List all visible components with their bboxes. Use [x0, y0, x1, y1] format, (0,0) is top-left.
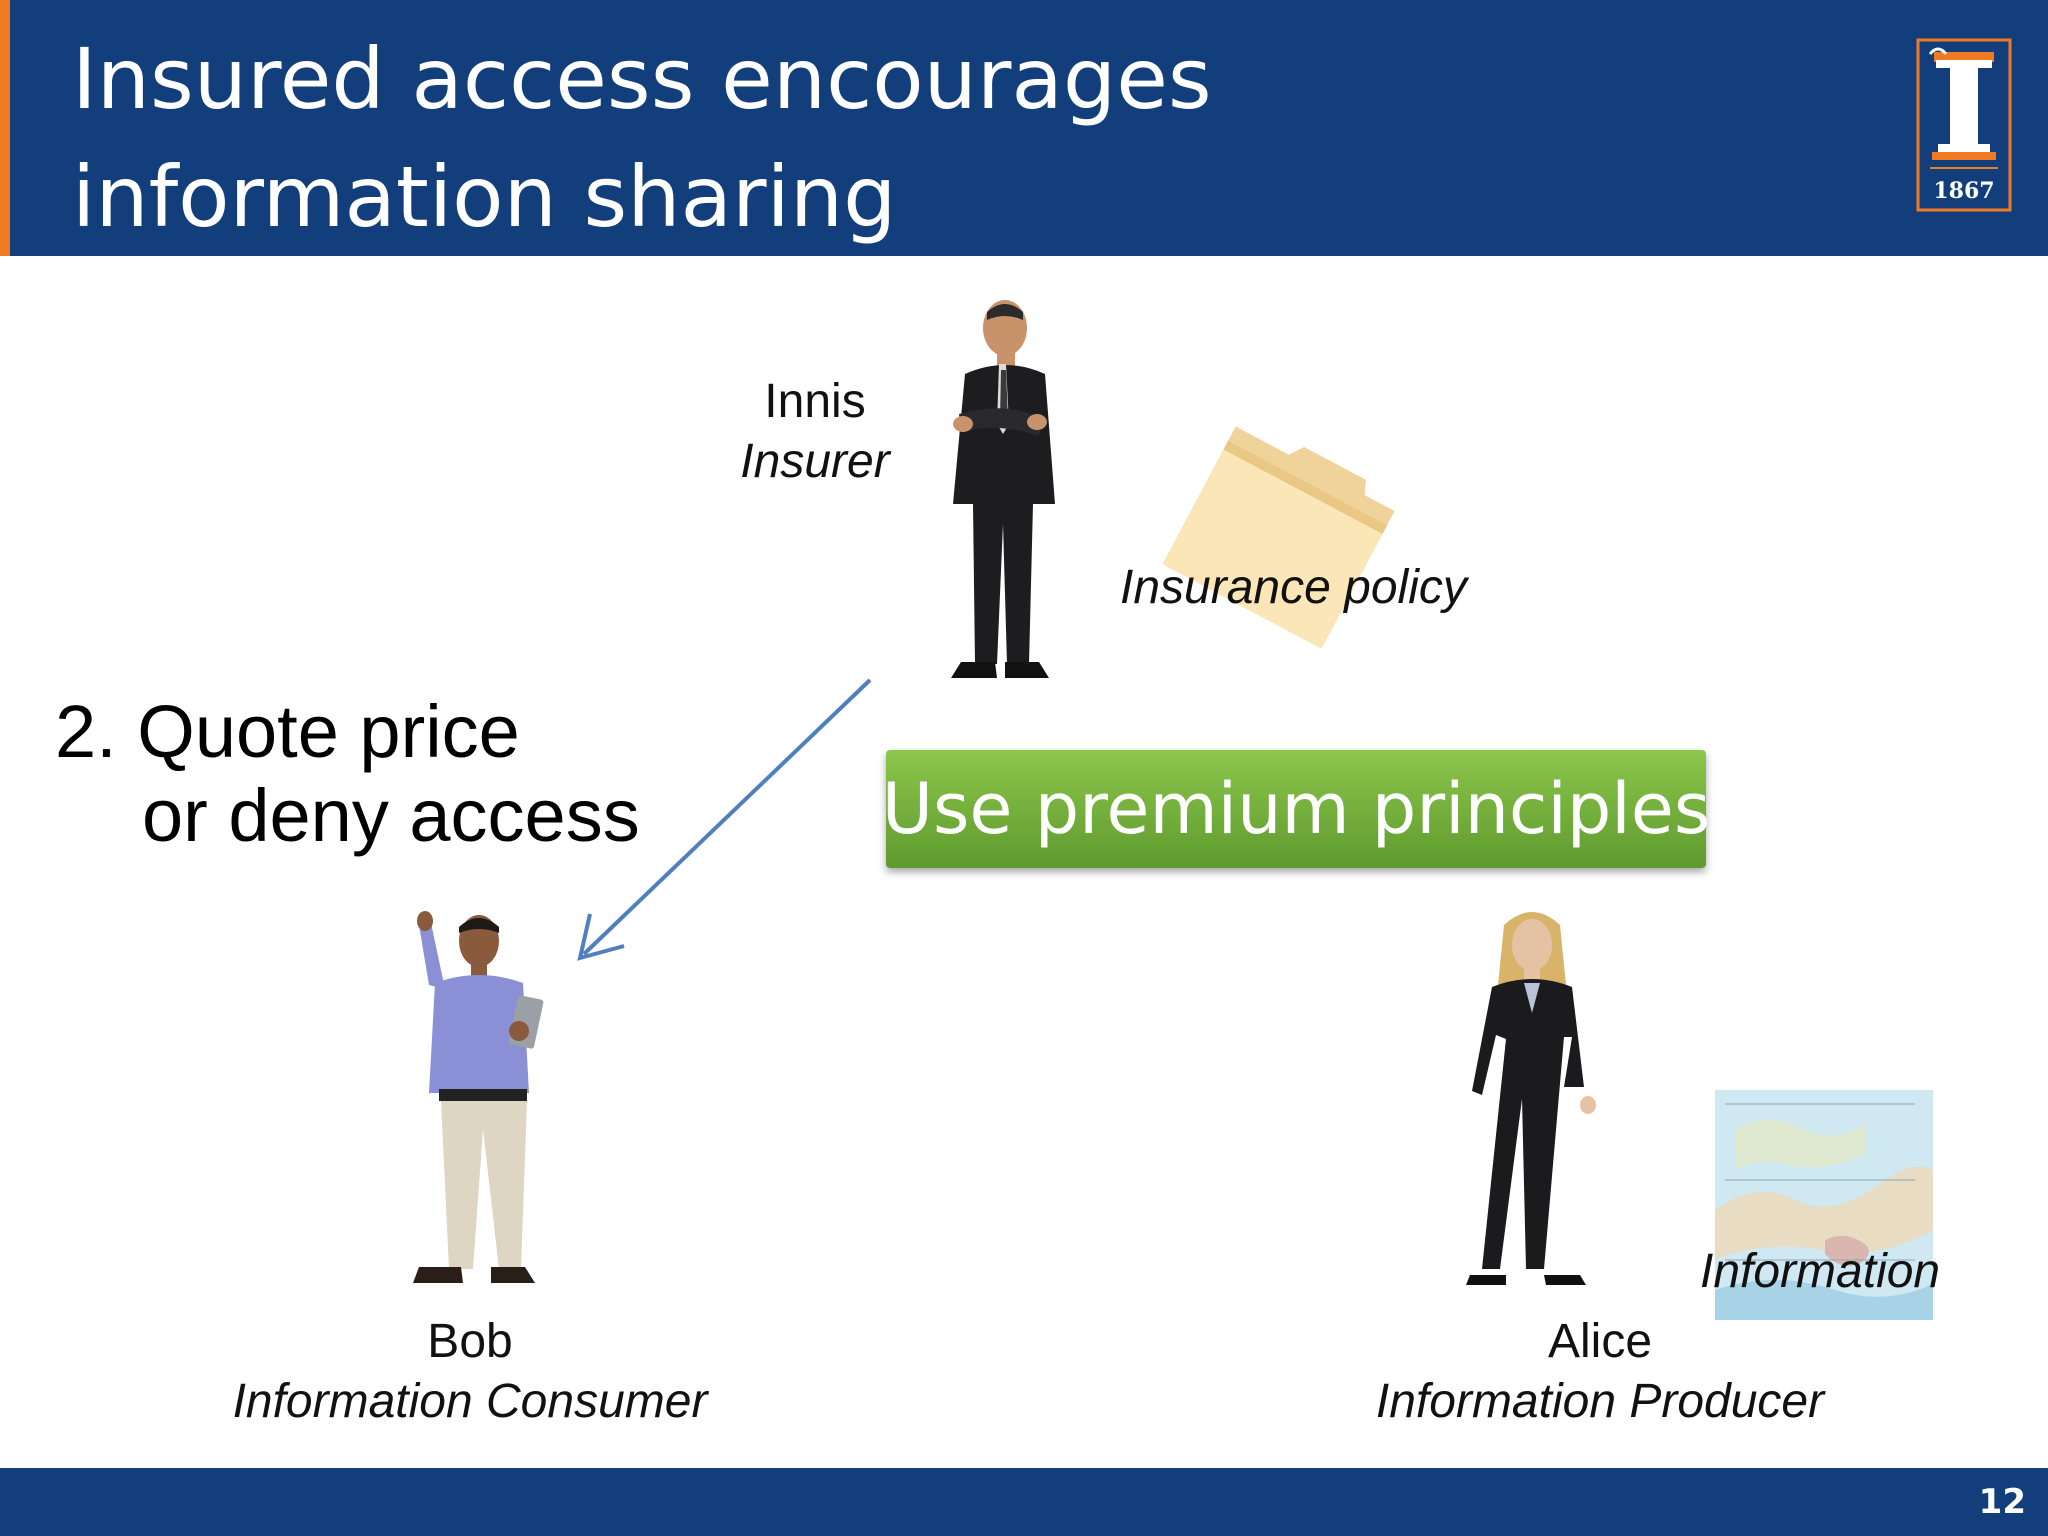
producer-label: Alice Information Producer	[1330, 1312, 1870, 1432]
insurance-policy-label: Insurance policy	[1120, 561, 1467, 614]
header-accent-bar	[0, 0, 10, 256]
information-label: Information	[1700, 1245, 1941, 1298]
step-quote-text: 2. Quote price or deny access	[55, 690, 640, 858]
producer-name: Alice	[1547, 1315, 1653, 1368]
slide-title-line-1: Insured access encourages	[72, 30, 1212, 128]
premium-principles-text: Use premium principles	[881, 768, 1711, 850]
university-logo-icon: 1867	[1916, 38, 2012, 212]
producer-role: Information Producer	[1375, 1375, 1825, 1428]
slide-footer: 12	[0, 1468, 2048, 1536]
slide-title: Insured access encourages information sh…	[72, 20, 1772, 256]
map-thumbnail-icon	[1715, 1090, 1933, 1320]
slide-header: Insured access encourages information sh…	[0, 0, 2048, 256]
step-line-1: 2. Quote price	[55, 690, 520, 773]
premium-principles-box: Use premium principles	[882, 750, 1710, 868]
consumer-name: Bob	[427, 1315, 513, 1368]
folder-icon	[1162, 426, 1395, 649]
logo-year-text: 1867	[1933, 178, 1994, 204]
slide-title-line-2: information sharing	[72, 148, 897, 246]
quote-arrow	[577, 678, 872, 961]
insurer-person-figure	[951, 300, 1055, 678]
consumer-label: Bob Information Consumer	[170, 1312, 770, 1432]
page-number: 12	[1978, 1482, 2026, 1522]
producer-person-figure	[1466, 912, 1596, 1285]
consumer-person-figure	[413, 911, 544, 1283]
insurer-label: Innis Insurer	[700, 372, 930, 492]
step-line-2: or deny access	[142, 774, 640, 857]
consumer-role: Information Consumer	[232, 1375, 708, 1428]
insurer-role: Insurer	[740, 435, 890, 488]
insurer-name: Innis	[764, 375, 866, 428]
